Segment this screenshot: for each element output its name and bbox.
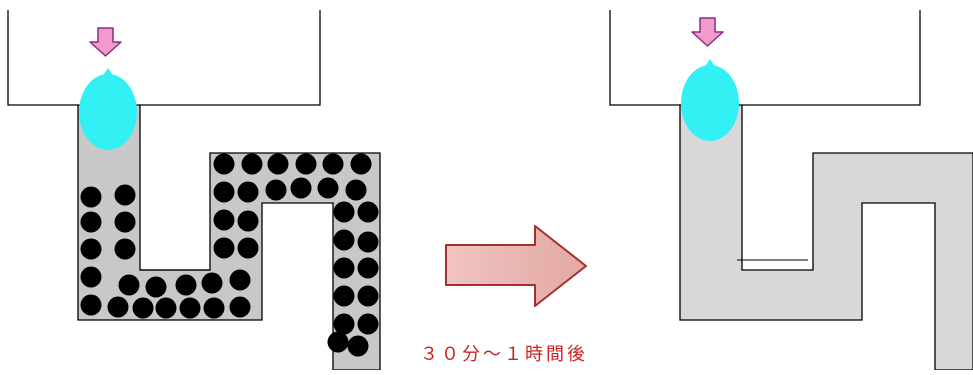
particle <box>114 238 136 260</box>
particle <box>241 153 263 175</box>
particle <box>265 179 287 201</box>
down-arrow-icon-left <box>89 27 122 57</box>
particles-group-left <box>80 153 379 357</box>
particle <box>357 231 379 253</box>
particle <box>347 335 369 357</box>
particle <box>114 184 136 206</box>
particle <box>201 272 223 294</box>
particle <box>145 276 167 298</box>
progress-arrow-icon <box>445 225 587 307</box>
particle <box>107 296 129 318</box>
elapsed-time-caption: ３０分〜１時間後 <box>420 344 588 365</box>
particle <box>350 153 372 175</box>
particle <box>357 285 379 307</box>
particle <box>295 153 317 175</box>
particle <box>80 186 102 208</box>
particle <box>333 313 355 335</box>
particle <box>317 177 339 199</box>
after-panel <box>609 10 973 371</box>
particle <box>179 297 201 319</box>
particle <box>290 177 312 199</box>
particle <box>237 181 259 203</box>
particle <box>357 257 379 279</box>
droplet-icon-right <box>681 59 739 141</box>
right-reservoir <box>609 10 921 106</box>
particle <box>175 274 197 296</box>
down-arrow-icon-right <box>691 17 724 47</box>
particle <box>333 285 355 307</box>
particle <box>132 297 154 319</box>
before-panel <box>7 10 381 371</box>
particle <box>213 153 235 175</box>
particle <box>345 179 367 201</box>
particle <box>80 211 102 233</box>
particle <box>333 257 355 279</box>
particle <box>229 296 251 318</box>
particle <box>213 209 235 231</box>
particle <box>333 229 355 251</box>
particle <box>327 331 349 353</box>
particle <box>237 237 259 259</box>
particle <box>237 210 259 232</box>
particle <box>155 297 177 319</box>
particle <box>213 237 235 259</box>
particle <box>80 238 102 260</box>
particle <box>203 297 225 319</box>
particle <box>80 266 102 288</box>
particle <box>80 294 102 316</box>
particle <box>357 313 379 335</box>
particle <box>229 269 251 291</box>
droplet-icon-left <box>79 68 137 150</box>
particle <box>322 153 344 175</box>
particle <box>114 211 136 233</box>
right-pipe <box>679 104 973 371</box>
particle <box>357 201 379 223</box>
particle <box>333 201 355 223</box>
particle <box>267 153 289 175</box>
particle <box>118 274 140 296</box>
particle <box>213 181 235 203</box>
left-reservoir <box>7 10 321 106</box>
